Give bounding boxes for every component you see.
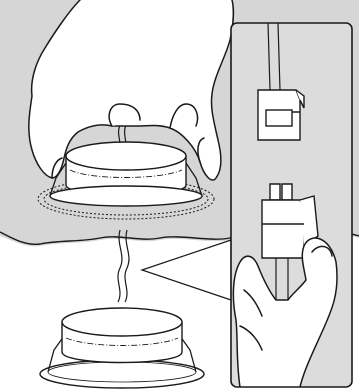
hand-holding-connector [232,237,338,387]
spring-clip [47,335,197,373]
cable-connector-plug [261,183,319,259]
downlight-below-ceiling [39,307,205,389]
supply-cable [117,229,130,303]
detail-inset [230,22,353,388]
hand-pressing-downlight [28,0,235,181]
supply-cable [267,23,281,91]
detail-callout [140,239,232,301]
cable-connector-socket [257,89,305,141]
downlight-installed-in-ceiling [49,141,203,207]
